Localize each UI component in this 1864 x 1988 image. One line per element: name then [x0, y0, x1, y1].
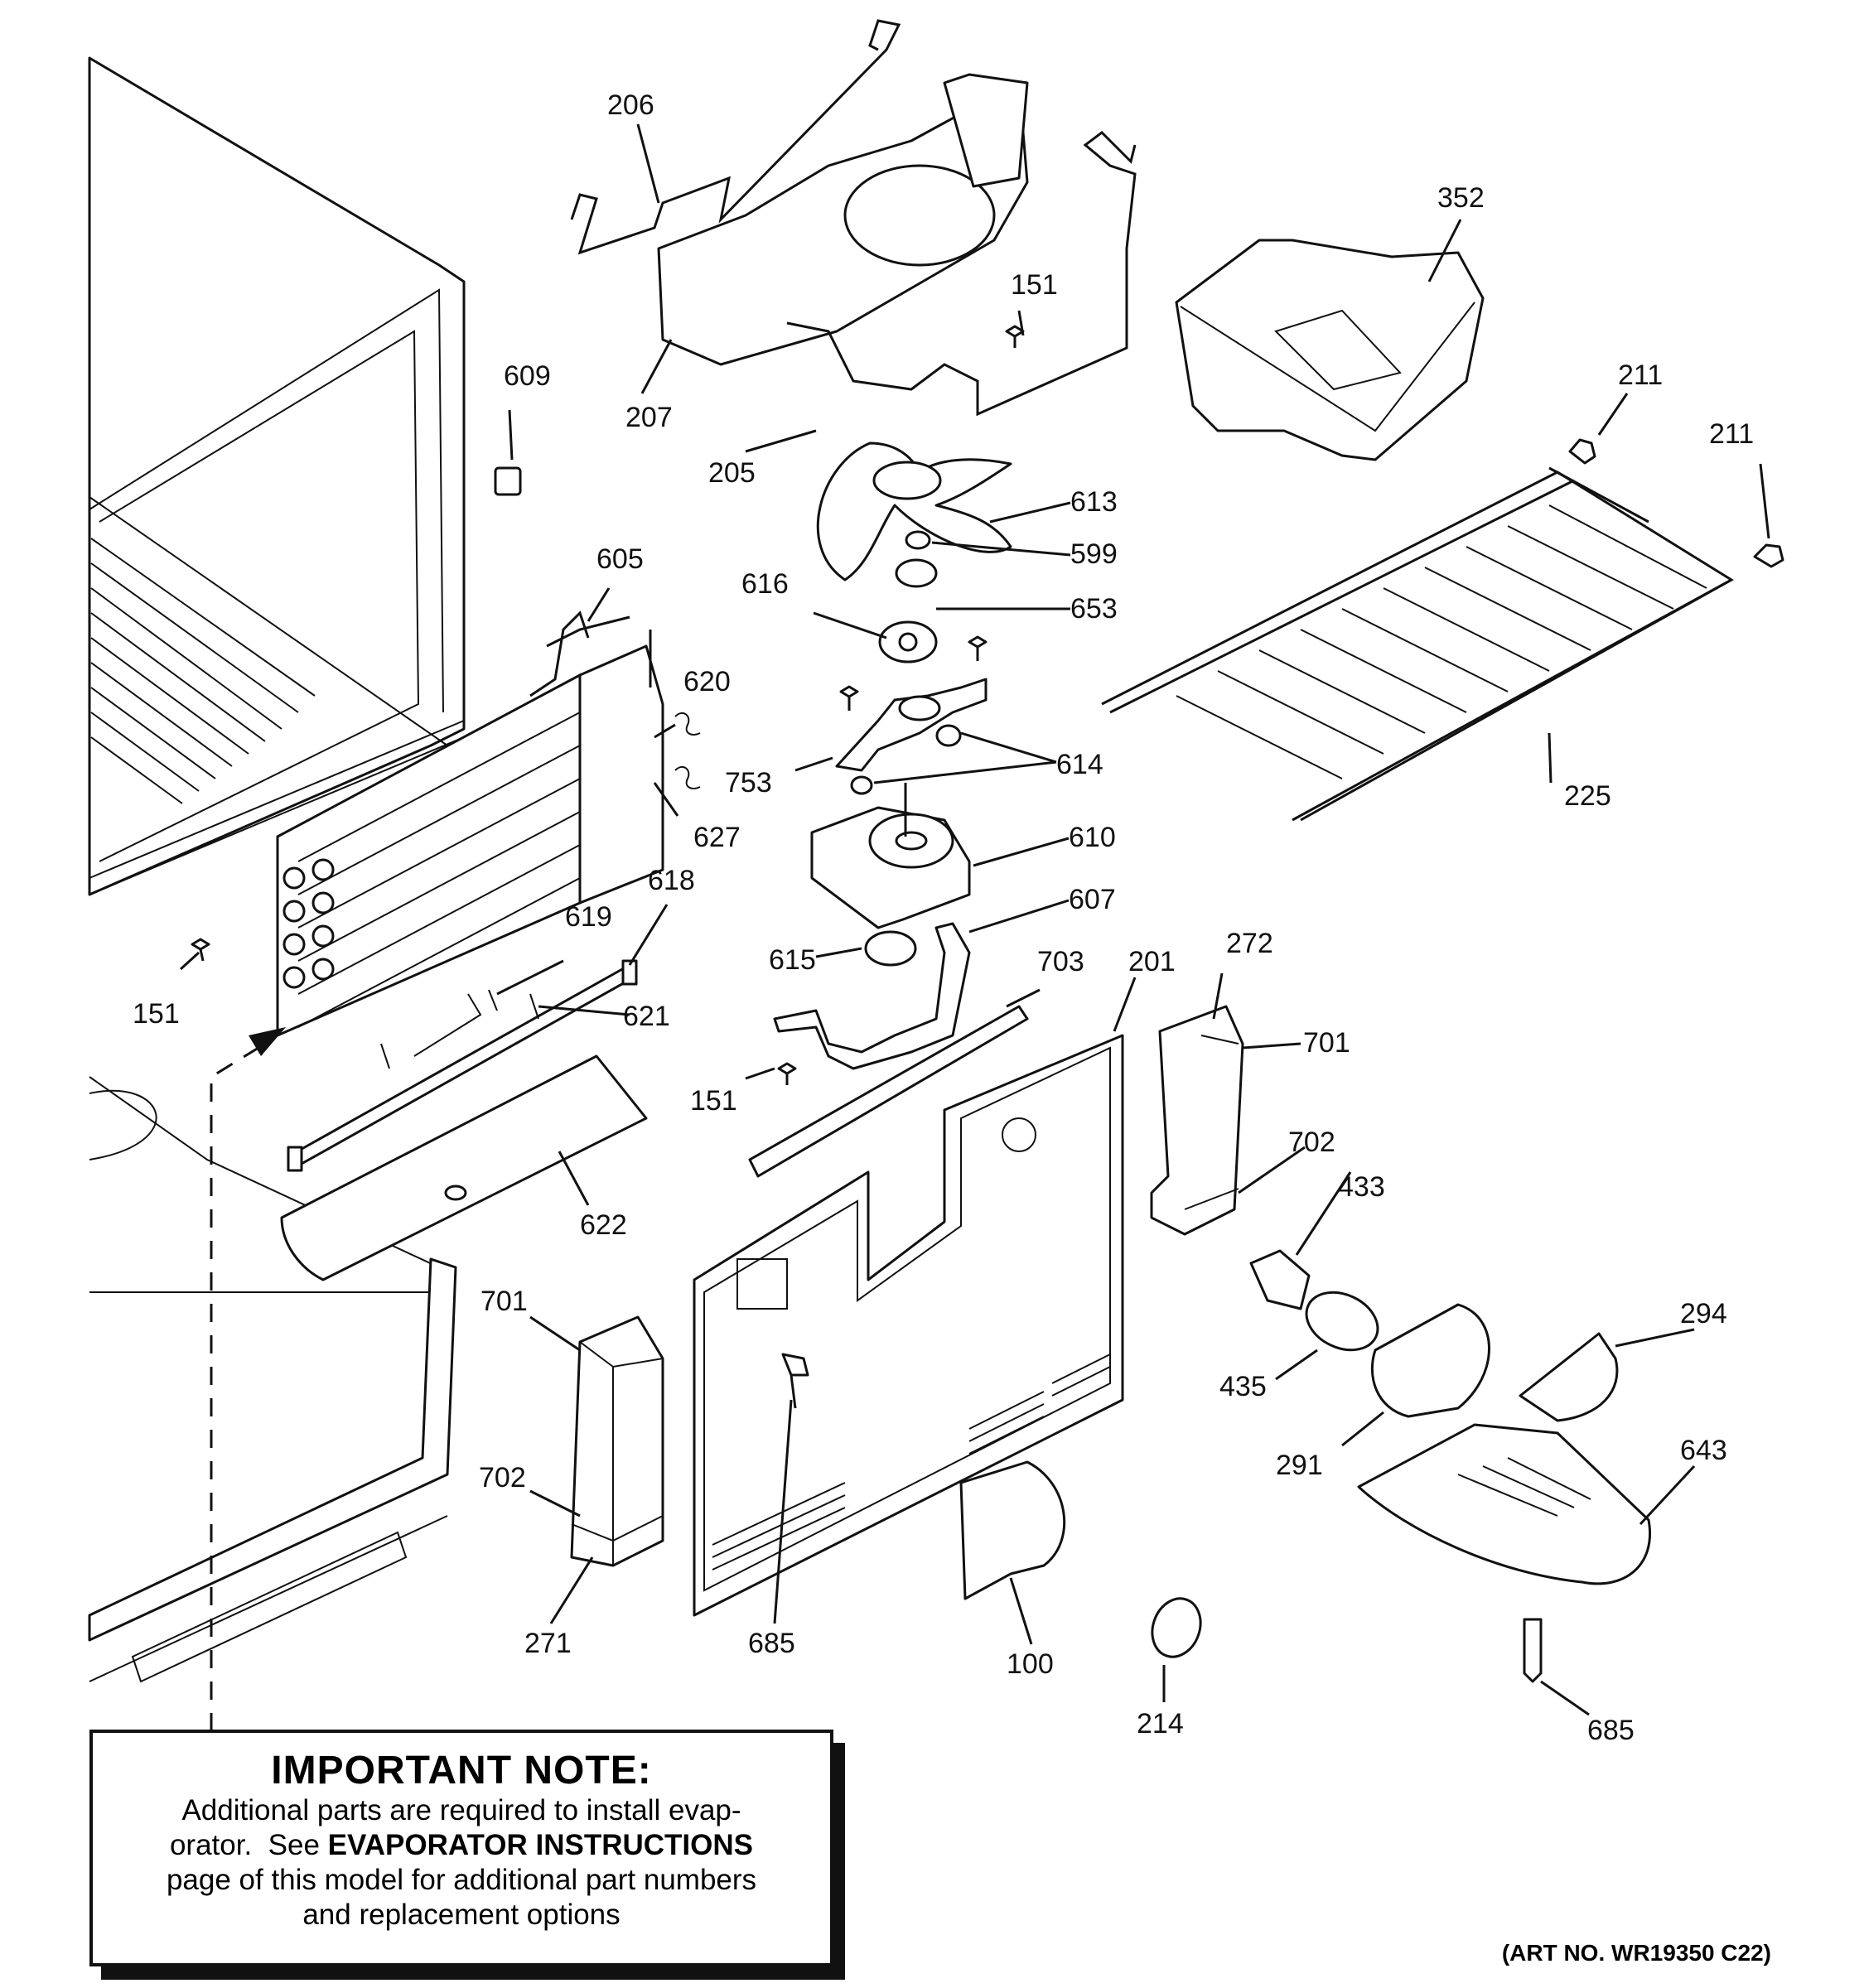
part-619-clip [413, 989, 498, 1057]
part-201-evaporator-cover [693, 1034, 1124, 1617]
callout-206: 206 [607, 89, 654, 121]
callout-621: 621 [623, 1001, 670, 1032]
callout-207: 207 [625, 402, 673, 433]
callout-294: 294 [1680, 1298, 1727, 1329]
part-607-motor-bracket [773, 922, 971, 1070]
part-211-shelf-stop-a [1568, 438, 1596, 465]
callout-201: 201 [1128, 946, 1176, 977]
part-614-grommet-b [850, 775, 873, 795]
callout-205: 205 [708, 457, 756, 489]
callout-607: 607 [1069, 884, 1116, 915]
callout-225: 225 [1564, 780, 1611, 812]
leader-lines [179, 123, 1770, 1716]
callout-685: 685 [1587, 1715, 1635, 1746]
part-206-wire-guide [570, 19, 901, 255]
part-685-screw-a [781, 1353, 809, 1409]
part-294-cover [1519, 1332, 1619, 1422]
note-line-4: and replacement options [302, 1899, 621, 1931]
callout-703: 703 [1037, 946, 1084, 977]
note-line-3: page of this model for additional part n… [166, 1864, 757, 1896]
callout-100: 100 [1007, 1648, 1054, 1680]
part-653-hub [895, 558, 938, 588]
callout-614: 614 [1056, 749, 1103, 780]
callout-605: 605 [596, 543, 644, 575]
note-line-2: orator. See EVAPORATOR INSTRUCTIONS [93, 1828, 830, 1863]
part-291-light-lens [1370, 1303, 1490, 1418]
part-435-light-bulb [1305, 1291, 1379, 1352]
callout-616: 616 [741, 568, 789, 600]
part-627-clip [674, 765, 701, 789]
fan-shroud-ring [843, 164, 996, 267]
part-205-wire-guide [786, 131, 1137, 417]
part-614-grommet-a [935, 724, 962, 747]
note-line-1: Additional parts are required to install… [181, 1794, 741, 1826]
callout-685: 685 [748, 1628, 795, 1659]
reference-arrow-icon [249, 1027, 286, 1056]
callout-643: 643 [1680, 1435, 1727, 1466]
callout-622: 622 [580, 1209, 627, 1241]
screws [191, 325, 1025, 1085]
part-271-light-shield-left [570, 1315, 664, 1567]
part-211-shelf-stop-b [1753, 543, 1784, 568]
callout-618: 618 [648, 865, 695, 896]
part-622-drain-trough [280, 1054, 648, 1281]
part-433-light-socket [1249, 1249, 1311, 1310]
part-753-motor-bracket [835, 678, 988, 772]
callout-352: 352 [1437, 182, 1485, 214]
callout-753: 753 [725, 767, 772, 799]
part-620-clip [674, 712, 701, 736]
part-272-light-shield-right [1150, 1005, 1244, 1236]
callout-151: 151 [1011, 269, 1058, 301]
note-title: IMPORTANT NOTE: [271, 1749, 652, 1793]
callout-labels: 206 207 205 151 352 609 211 211 613 605 … [133, 89, 1754, 1746]
callout-619: 619 [565, 901, 612, 933]
part-352-ice-bucket [1175, 239, 1485, 461]
callout-272: 272 [1226, 928, 1273, 959]
part-621-bracket [380, 993, 539, 1069]
part-615-motor-mount [864, 930, 917, 967]
callout-599: 599 [1070, 538, 1118, 570]
refrigerator-cabinet [88, 56, 466, 1683]
callout-613: 613 [1070, 486, 1118, 518]
part-100-air-duct [959, 1460, 1066, 1600]
callout-211: 211 [1618, 359, 1663, 391]
callout-701: 701 [480, 1286, 528, 1317]
callout-701: 701 [1303, 1027, 1350, 1059]
part-214-cap [1151, 1597, 1202, 1658]
callout-653: 653 [1070, 593, 1118, 625]
callout-627: 627 [693, 822, 741, 853]
note-line-2-text: orator. See [169, 1829, 328, 1861]
dashed-reference-line [210, 1042, 266, 1731]
part-605-tube [529, 610, 590, 697]
callout-702: 702 [1288, 1127, 1335, 1158]
part-703-seal-strip [748, 1005, 1029, 1178]
callout-211: 211 [1709, 418, 1754, 450]
callout-433: 433 [1338, 1171, 1385, 1203]
important-note-box: IMPORTANT NOTE: Additional parts are req… [89, 1730, 833, 1966]
part-685-screw-b [1523, 1618, 1543, 1683]
part-599-cap [905, 530, 931, 550]
callout-291: 291 [1276, 1450, 1323, 1481]
callout-151: 151 [133, 998, 180, 1030]
callout-620: 620 [683, 666, 731, 697]
evaporator-assembly [276, 615, 664, 1037]
art-number: (ART NO. WR19350 C22) [1501, 1940, 1771, 1966]
callout-702: 702 [479, 1462, 526, 1493]
callout-214: 214 [1137, 1708, 1184, 1740]
callout-609: 609 [504, 360, 551, 392]
callout-610: 610 [1069, 822, 1116, 853]
callout-615: 615 [769, 944, 816, 976]
part-225-wire-shelf [1101, 466, 1734, 822]
part-609-thermostat [494, 466, 522, 496]
part-643-light-housing [1357, 1423, 1651, 1585]
callout-271: 271 [524, 1628, 572, 1659]
callout-435: 435 [1219, 1371, 1267, 1402]
callout-151: 151 [690, 1085, 737, 1117]
evaporator-instructions-emphasis: EVAPORATOR INSTRUCTIONS [327, 1829, 754, 1861]
